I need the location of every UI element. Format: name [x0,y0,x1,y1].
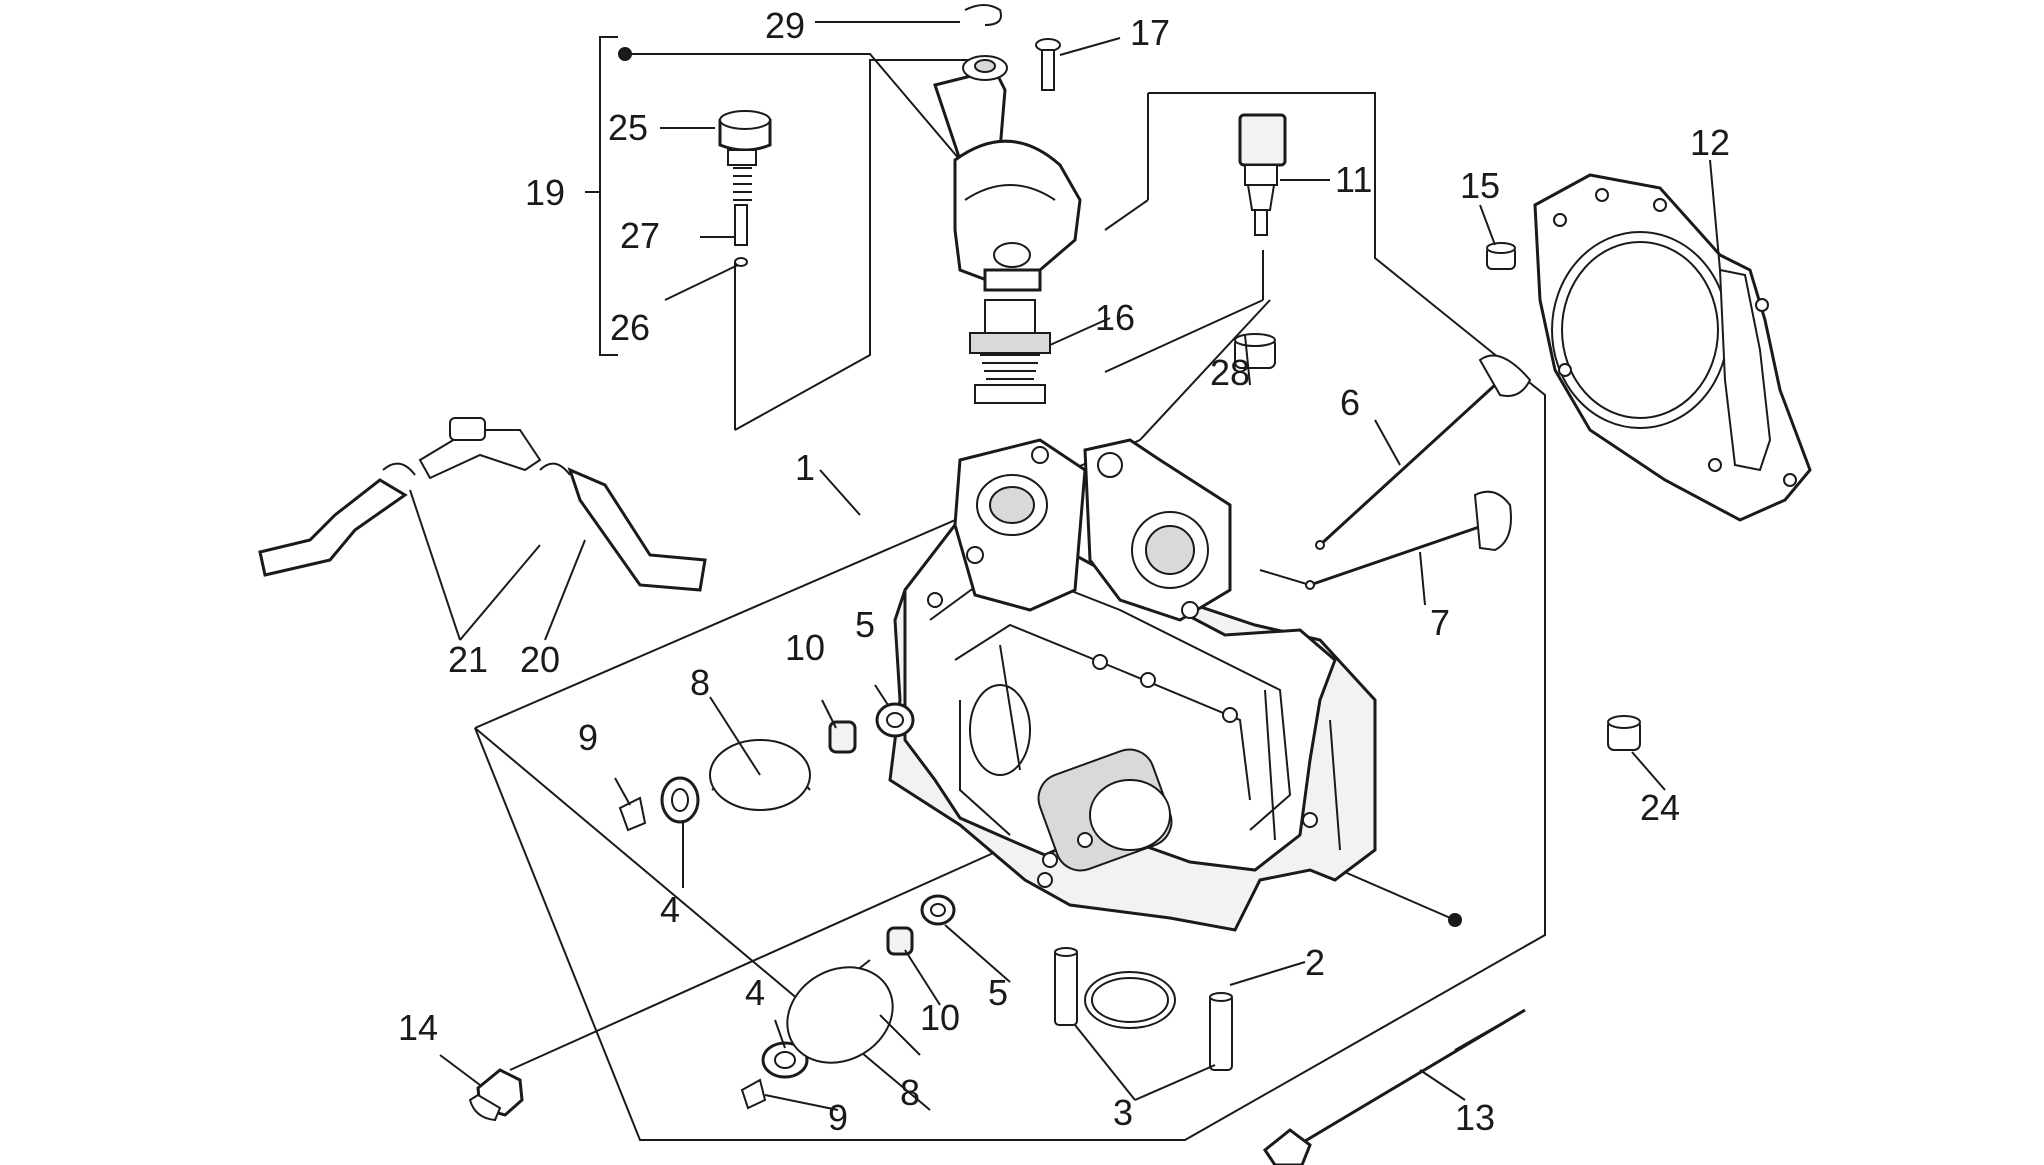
lower-valve-spring [786,959,894,1064]
upper-spring-seat [875,702,915,738]
hose-clamp-left [382,462,416,476]
callout-26: 26 [610,307,650,348]
leader-lines [409,21,1721,1111]
assembly-frame-lines [474,36,1546,1141]
bleed-washer [734,257,748,267]
callout-10-upper: 10 [785,627,825,668]
upper-spring-retainer [660,776,700,824]
lower-spring-retainer [761,1041,809,1079]
callout-5-upper: 5 [855,604,875,645]
dowel-15 [1486,242,1516,270]
callout-8-upper: 8 [690,662,710,703]
callout-10-lower: 10 [920,997,960,1038]
intake-valve [1305,490,1512,590]
callout-9-upper: 9 [578,717,598,758]
upper-valve-seal [828,720,857,754]
thermostat-housing [933,55,1082,292]
callout-24: 24 [1640,787,1680,828]
callout-4-upper: 4 [660,889,680,930]
lower-spring-seat [920,894,956,926]
dowel-pin-right [1209,992,1233,1071]
callout-17: 17 [1130,12,1170,53]
lower-valve-seal [886,926,914,956]
callout-11: 11 [1335,159,1372,200]
callout-7: 7 [1430,602,1450,643]
callout-28: 28 [1210,352,1250,393]
callout-4-lower: 4 [745,972,765,1013]
callout-15: 15 [1460,165,1500,206]
callout-8-lower: 8 [900,1072,920,1113]
thermostat-valve [969,299,1051,404]
hose-clamp-right [539,462,571,476]
callout-2: 2 [1305,942,1325,983]
head-bolt [1262,1008,1526,1165]
coolant-hose [258,417,707,592]
callout-29: 29 [765,5,805,46]
lower-valve-collet [740,1078,767,1110]
screw-17 [1035,38,1061,91]
callout-6: 6 [1340,382,1360,423]
bleed-screw [727,149,757,246]
exhaust-valve [1315,354,1532,550]
callout-14: 14 [398,1007,438,1048]
callout-1: 1 [795,447,815,488]
cylinder-head [888,438,1377,932]
callout-13: 13 [1455,1097,1495,1138]
dowel-28 [1234,333,1276,369]
callout-21: 21 [448,639,488,680]
bleed-cap [718,110,772,152]
o-ring [1084,971,1176,1029]
callout-5-lower: 5 [988,972,1008,1013]
upper-valve-collet [618,796,647,832]
callout-19: 19 [525,172,565,213]
callout-labels: 29 17 25 19 27 26 16 11 15 12 28 6 1 7 2… [398,5,1730,1138]
callout-3: 3 [1113,1092,1133,1133]
callout-9-lower: 9 [828,1097,848,1138]
callout-20: 20 [520,639,560,680]
clip-29 [964,4,1002,26]
temperature-sensor [1238,113,1287,236]
head-gasket [1533,173,1812,522]
dowel-pin-left [1054,947,1078,1026]
callout-27: 27 [620,215,660,256]
dowel-24 [1607,715,1641,751]
callout-16: 16 [1095,297,1135,338]
callout-12: 12 [1690,122,1730,163]
drain-plug [468,1068,524,1122]
callout-25: 25 [608,107,648,148]
